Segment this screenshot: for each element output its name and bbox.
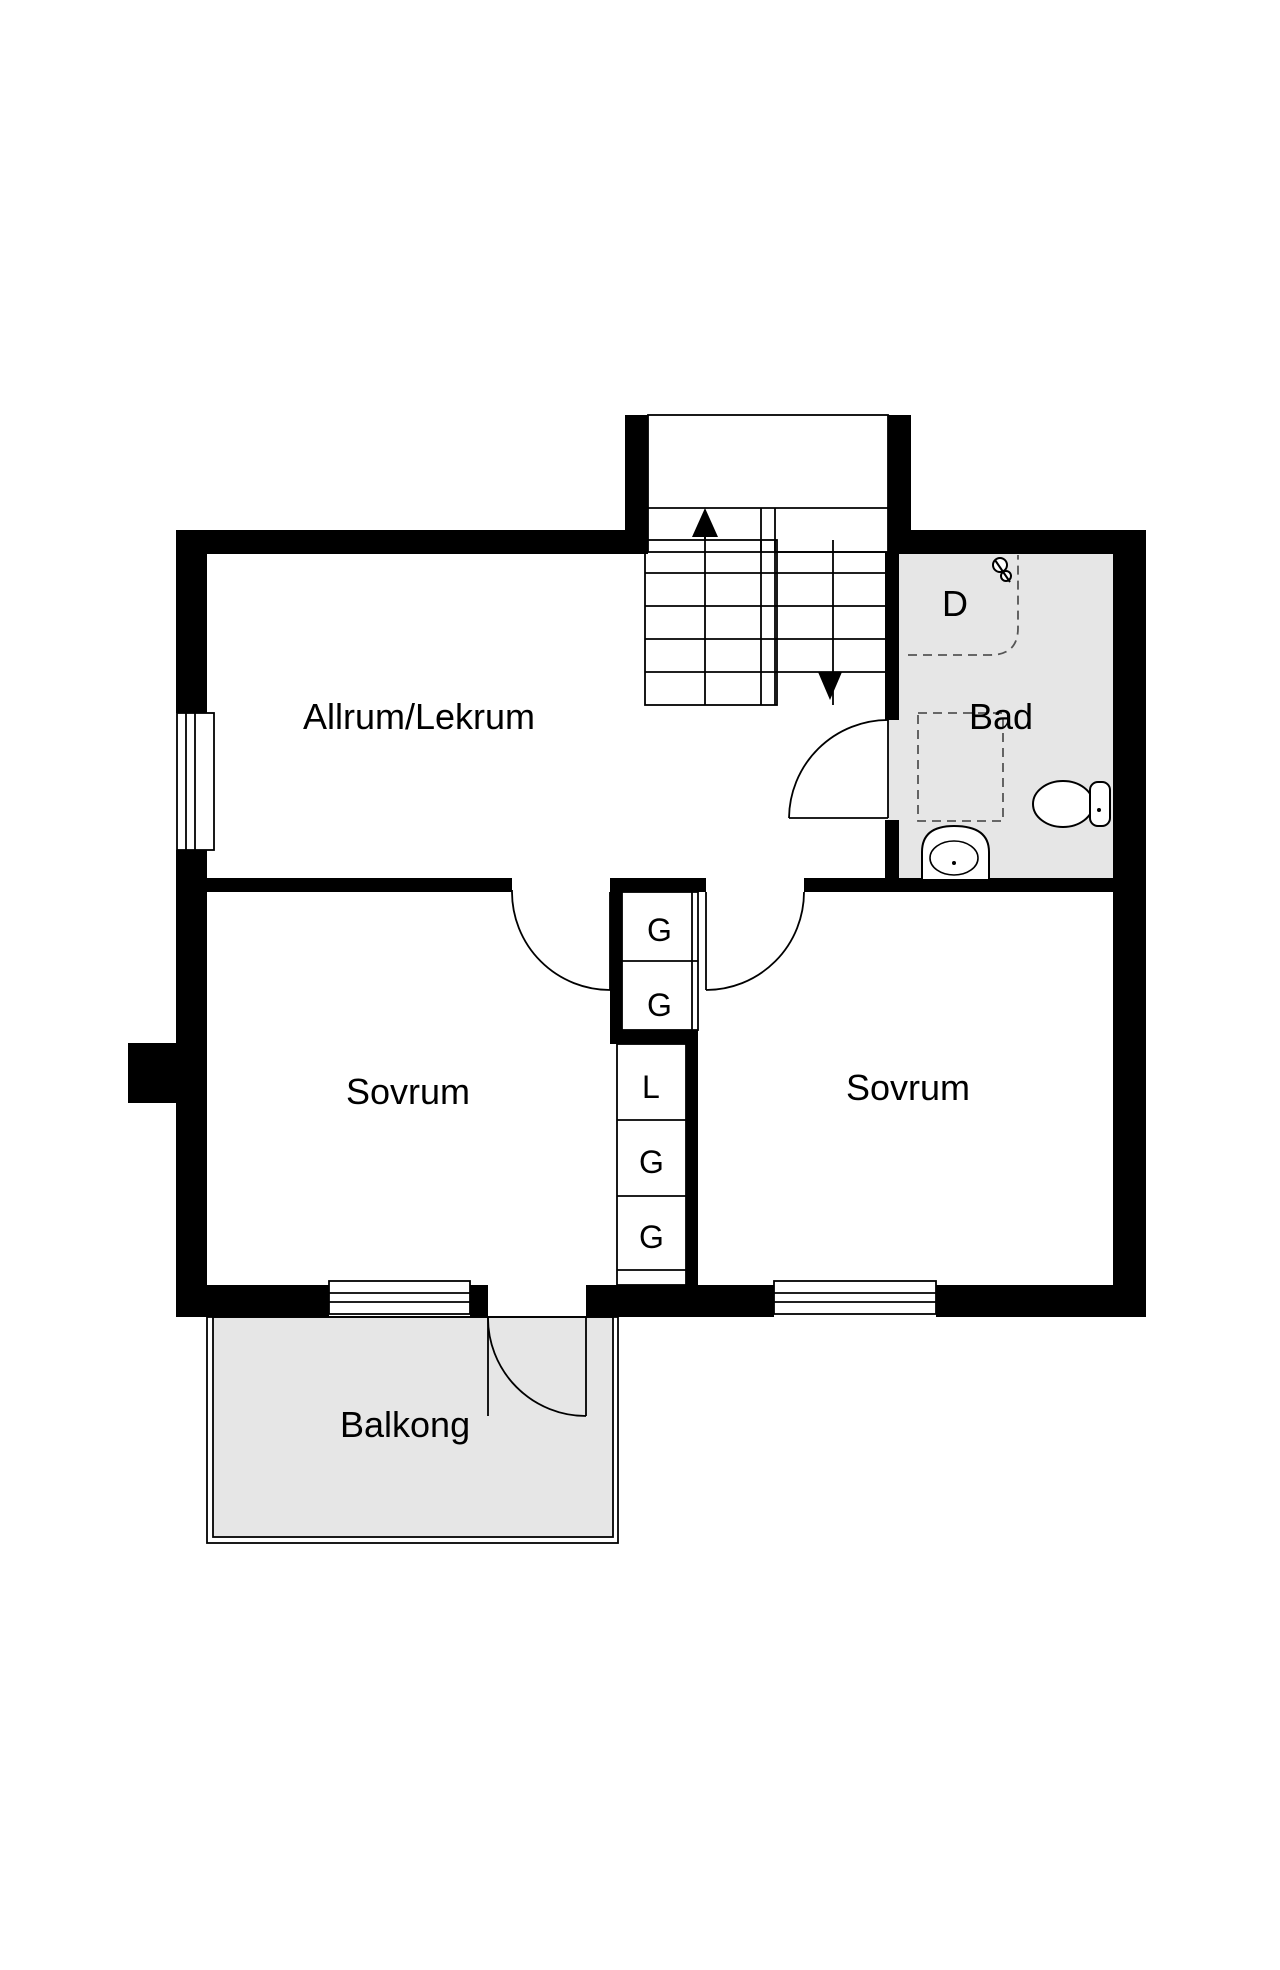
closets <box>616 891 699 1286</box>
door-sovrum-left <box>511 890 611 991</box>
room-label-allrum: Allrum/Lekrum <box>303 696 535 737</box>
closet-label: G <box>639 1219 664 1255</box>
closet-label: G <box>647 987 672 1023</box>
walls <box>128 415 1146 1317</box>
window-left <box>176 712 215 851</box>
shower-label: D <box>942 583 968 624</box>
closet-label: L <box>642 1069 660 1105</box>
staircase <box>644 414 889 706</box>
shower-area <box>908 555 1019 656</box>
door-sovrum-right <box>705 891 805 991</box>
shower-head-icon <box>992 557 1012 583</box>
door-bathroom <box>788 719 889 819</box>
stair-down-arrow-icon <box>818 672 842 700</box>
room-label-sovrum-right: Sovrum <box>846 1067 970 1108</box>
window-bottom-right <box>773 1280 937 1315</box>
sink-icon <box>921 824 990 881</box>
balcony-floor <box>213 1316 613 1536</box>
closet-label: G <box>647 912 672 948</box>
window-bottom-left <box>328 1280 471 1315</box>
room-label-bad: Bad <box>969 696 1033 737</box>
stair-up-arrow-icon <box>692 508 718 540</box>
door-balkong <box>487 1316 587 1417</box>
bathroom-mat <box>917 712 1004 822</box>
balcony-railing <box>206 1316 619 1544</box>
closet-label: G <box>639 1144 664 1180</box>
room-label-balkong: Balkong <box>340 1404 470 1445</box>
room-label-sovrum-left: Sovrum <box>346 1071 470 1112</box>
toilet-icon <box>1032 780 1111 828</box>
